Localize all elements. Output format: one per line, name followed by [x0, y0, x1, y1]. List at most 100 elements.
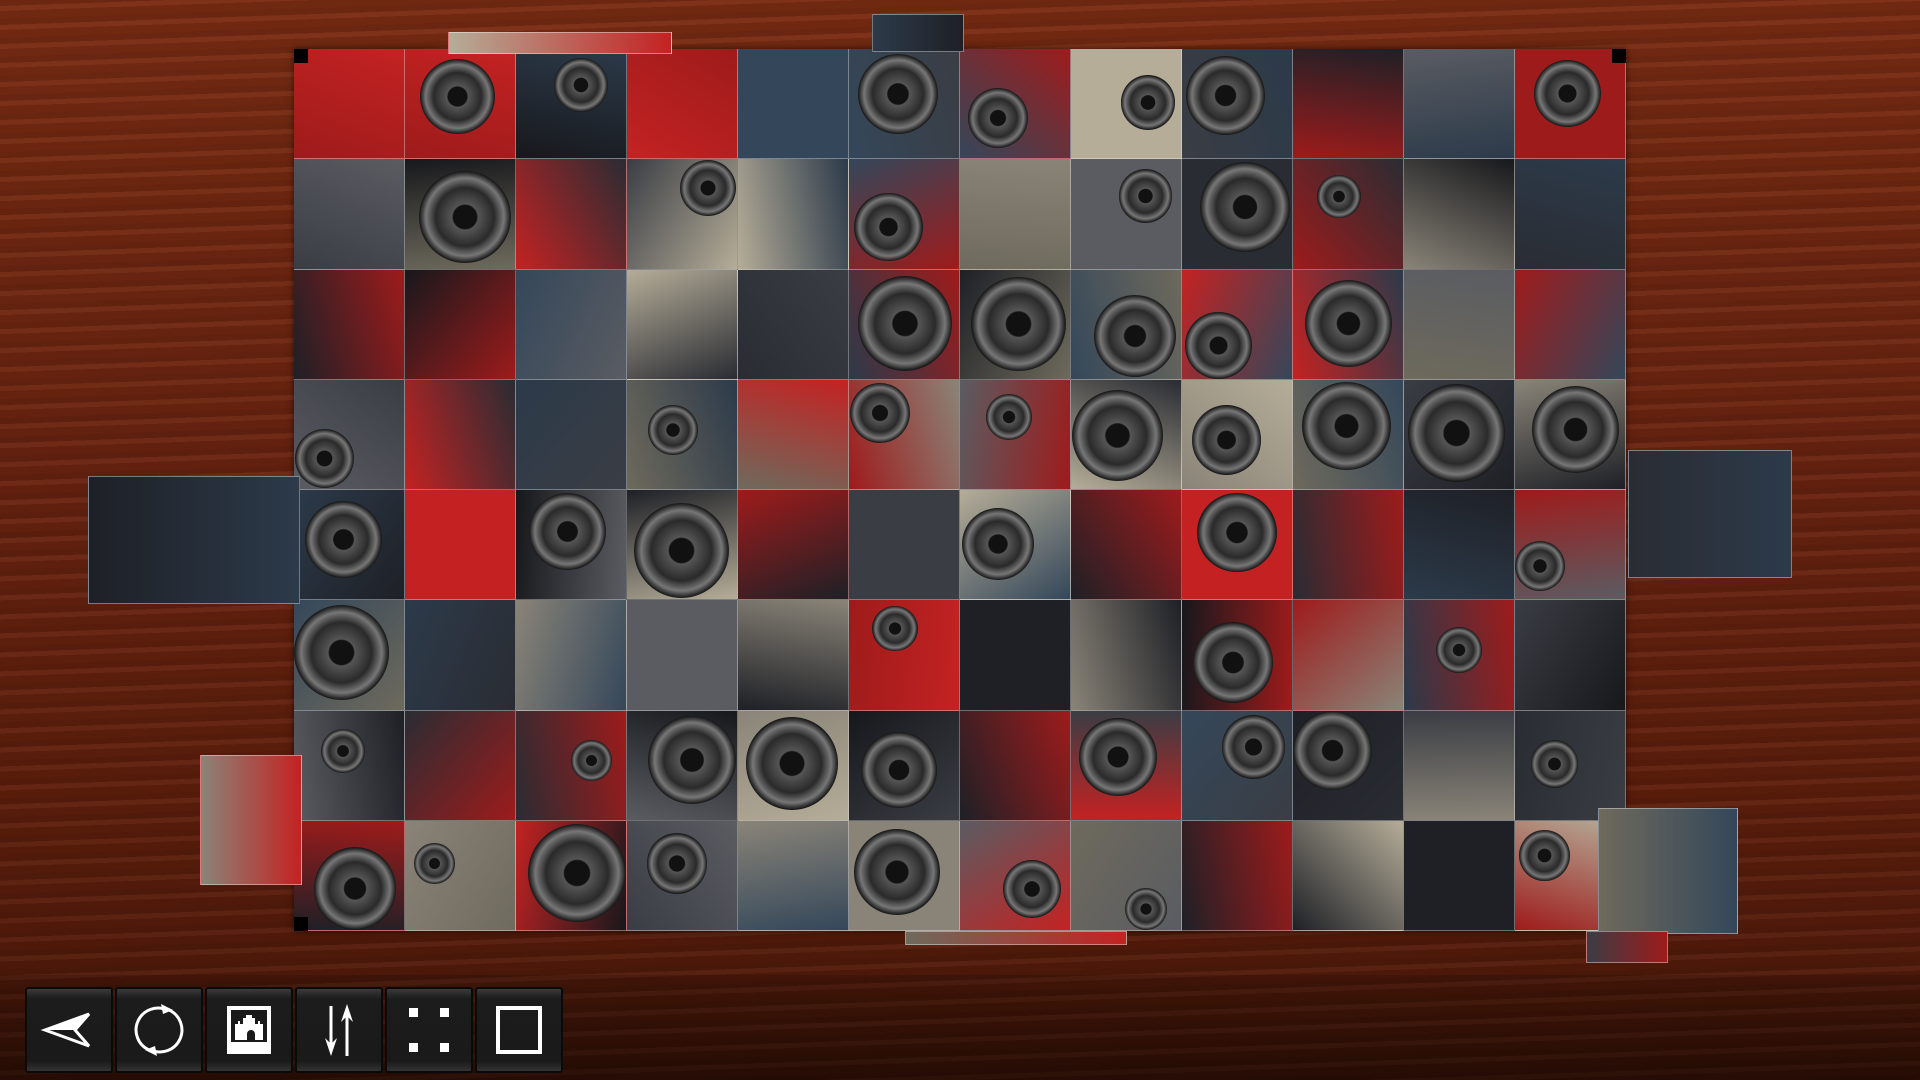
puzzle-piece[interactable] — [1515, 159, 1626, 270]
puzzle-piece[interactable] — [1293, 159, 1404, 270]
puzzle-piece[interactable] — [516, 159, 627, 270]
puzzle-piece[interactable] — [627, 269, 738, 380]
puzzle-piece[interactable] — [1071, 600, 1182, 711]
puzzle-piece[interactable] — [1293, 49, 1404, 160]
puzzle-piece[interactable] — [960, 49, 1071, 160]
puzzle-board[interactable] — [294, 49, 1626, 931]
puzzle-piece[interactable] — [294, 269, 405, 380]
puzzle-piece[interactable] — [1182, 379, 1293, 490]
puzzle-piece[interactable] — [738, 379, 849, 490]
puzzle-piece[interactable] — [405, 820, 516, 931]
puzzle-piece[interactable] — [738, 159, 849, 270]
puzzle-piece[interactable] — [738, 269, 849, 380]
puzzle-piece[interactable] — [516, 49, 627, 160]
puzzle-piece[interactable] — [627, 379, 738, 490]
puzzle-piece[interactable] — [405, 49, 516, 160]
puzzle-piece[interactable] — [849, 490, 960, 601]
puzzle-piece[interactable] — [960, 820, 1071, 931]
puzzle-piece[interactable] — [1515, 379, 1626, 490]
puzzle-piece[interactable] — [516, 710, 627, 821]
scatter-pieces-button[interactable] — [385, 987, 473, 1073]
puzzle-piece[interactable] — [294, 710, 405, 821]
puzzle-piece[interactable] — [960, 379, 1071, 490]
puzzle-piece[interactable] — [516, 490, 627, 601]
puzzle-piece[interactable] — [1182, 49, 1293, 160]
puzzle-piece[interactable] — [1182, 710, 1293, 821]
puzzle-piece[interactable] — [405, 710, 516, 821]
puzzle-piece[interactable] — [1404, 710, 1515, 821]
puzzle-piece[interactable] — [1182, 820, 1293, 931]
puzzle-piece[interactable] — [1182, 600, 1293, 711]
puzzle-piece[interactable] — [960, 490, 1071, 601]
puzzle-piece[interactable] — [294, 490, 405, 601]
puzzle-piece[interactable] — [516, 820, 627, 931]
loose-puzzle-piece[interactable] — [88, 476, 300, 604]
puzzle-piece[interactable] — [1293, 820, 1404, 931]
puzzle-piece[interactable] — [1404, 159, 1515, 270]
loose-puzzle-piece[interactable] — [905, 931, 1127, 945]
puzzle-piece[interactable] — [627, 49, 738, 160]
puzzle-piece[interactable] — [516, 269, 627, 380]
puzzle-piece[interactable] — [1293, 710, 1404, 821]
puzzle-piece[interactable] — [1404, 379, 1515, 490]
puzzle-piece[interactable] — [960, 159, 1071, 270]
puzzle-piece[interactable] — [849, 269, 960, 380]
puzzle-piece[interactable] — [1404, 49, 1515, 160]
rotate-button[interactable] — [115, 987, 203, 1073]
puzzle-piece[interactable] — [1515, 490, 1626, 601]
sort-pieces-button[interactable] — [295, 987, 383, 1073]
puzzle-piece[interactable] — [1515, 710, 1626, 821]
puzzle-piece[interactable] — [1293, 600, 1404, 711]
puzzle-piece[interactable] — [1515, 600, 1626, 711]
puzzle-piece[interactable] — [1071, 159, 1182, 270]
loose-puzzle-piece[interactable] — [1628, 450, 1792, 578]
puzzle-piece[interactable] — [1515, 49, 1626, 160]
puzzle-piece[interactable] — [849, 600, 960, 711]
puzzle-piece[interactable] — [738, 600, 849, 711]
puzzle-piece[interactable] — [627, 159, 738, 270]
puzzle-piece[interactable] — [1071, 490, 1182, 601]
puzzle-piece[interactable] — [1182, 269, 1293, 380]
puzzle-piece[interactable] — [1293, 269, 1404, 380]
puzzle-piece[interactable] — [849, 820, 960, 931]
loose-puzzle-piece[interactable] — [872, 14, 964, 52]
puzzle-piece[interactable] — [738, 820, 849, 931]
puzzle-piece[interactable] — [1404, 269, 1515, 380]
puzzle-piece[interactable] — [1404, 600, 1515, 711]
puzzle-piece[interactable] — [294, 49, 405, 160]
puzzle-piece[interactable] — [294, 159, 405, 270]
puzzle-piece[interactable] — [627, 490, 738, 601]
puzzle-piece[interactable] — [1182, 490, 1293, 601]
puzzle-piece[interactable] — [849, 159, 960, 270]
loose-puzzle-piece[interactable] — [1598, 808, 1738, 934]
puzzle-piece[interactable] — [1404, 820, 1515, 931]
preview-image-button[interactable] — [205, 987, 293, 1073]
puzzle-piece[interactable] — [738, 490, 849, 601]
puzzle-piece[interactable] — [294, 379, 405, 490]
puzzle-piece[interactable] — [738, 49, 849, 160]
puzzle-piece[interactable] — [1293, 379, 1404, 490]
puzzle-piece[interactable] — [1293, 490, 1404, 601]
edge-pieces-button[interactable] — [475, 987, 563, 1073]
puzzle-piece[interactable] — [405, 490, 516, 601]
puzzle-piece[interactable] — [1071, 820, 1182, 931]
puzzle-piece[interactable] — [1404, 490, 1515, 601]
puzzle-piece[interactable] — [1071, 269, 1182, 380]
loose-puzzle-piece[interactable] — [1586, 931, 1668, 963]
puzzle-piece[interactable] — [738, 710, 849, 821]
puzzle-piece[interactable] — [405, 269, 516, 380]
puzzle-piece[interactable] — [1515, 269, 1626, 380]
puzzle-piece[interactable] — [1071, 379, 1182, 490]
puzzle-piece[interactable] — [849, 49, 960, 160]
puzzle-piece[interactable] — [627, 600, 738, 711]
puzzle-piece[interactable] — [1182, 159, 1293, 270]
loose-puzzle-piece[interactable] — [448, 32, 672, 54]
puzzle-piece[interactable] — [294, 600, 405, 711]
puzzle-piece[interactable] — [294, 820, 405, 931]
puzzle-piece[interactable] — [1071, 710, 1182, 821]
puzzle-piece[interactable] — [960, 269, 1071, 380]
loose-puzzle-piece[interactable] — [200, 755, 302, 885]
puzzle-piece[interactable] — [849, 379, 960, 490]
puzzle-piece[interactable] — [627, 710, 738, 821]
puzzle-piece[interactable] — [516, 379, 627, 490]
